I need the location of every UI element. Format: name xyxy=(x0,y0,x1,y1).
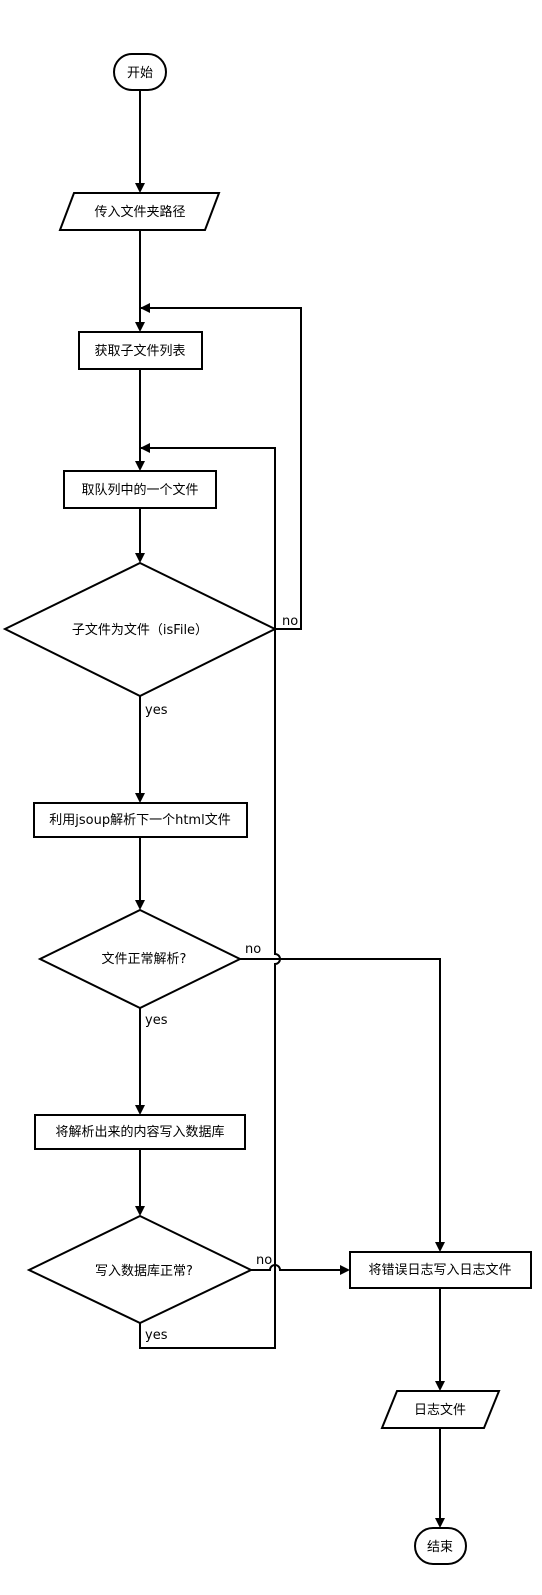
input-path-label: 传入文件夹路径 xyxy=(94,204,185,220)
write-db-process-shape xyxy=(34,1114,246,1150)
node-log-file: 日志文件 xyxy=(380,1390,501,1429)
input-path-parallelogram-shape xyxy=(58,192,221,231)
start-terminal-shape xyxy=(113,53,167,91)
is-file-yes-label: yes xyxy=(145,703,168,718)
parse-ok-yes-label: yes xyxy=(145,1013,168,1028)
is-file-no-label: no xyxy=(282,614,298,629)
write-db-label: 将解析出来的内容写入数据库 xyxy=(55,1124,224,1140)
node-write-db: 将解析出来的内容写入数据库 xyxy=(34,1114,246,1150)
db-ok-yes-label: yes xyxy=(145,1328,168,1343)
arrowhead-down-to-log xyxy=(435,1242,445,1252)
arrowhead-right-to-log xyxy=(340,1265,350,1275)
node-get-children: 获取子文件列表 xyxy=(78,331,203,370)
parse-ok-no-label: no xyxy=(245,942,261,957)
arrowhead-loop-into-spine-top xyxy=(140,303,150,313)
arrowhead-to-dequeue xyxy=(135,461,145,471)
start-label: 开始 xyxy=(127,66,153,81)
arrowhead-to-log-file xyxy=(435,1381,445,1391)
log-file-label: 日志文件 xyxy=(414,1403,466,1418)
arrowhead-to-is-file xyxy=(135,553,145,563)
arrowhead-loop-into-spine-mid xyxy=(140,443,150,453)
parse-ok-decision-shape xyxy=(37,908,243,1010)
write-log-label: 将错误日志写入日志文件 xyxy=(368,1263,511,1278)
node-parse-ok: 文件正常解析? xyxy=(37,908,243,1010)
edge-parse-ok-no-to-log xyxy=(240,958,441,1242)
dequeue-process-shape xyxy=(63,470,217,509)
is-file-label: 子文件为文件（isFile） xyxy=(72,623,208,638)
arrowhead-to-db-ok xyxy=(135,1206,145,1216)
db-ok-no-label: no xyxy=(256,1253,272,1268)
node-dequeue: 取队列中的一个文件 xyxy=(63,470,217,509)
dequeue-label: 取队列中的一个文件 xyxy=(81,482,198,498)
end-label: 结束 xyxy=(427,1540,453,1555)
parse-html-process-shape xyxy=(33,802,248,838)
edge-labels: no yes no yes no yes xyxy=(145,614,298,1343)
node-input-path: 传入文件夹路径 xyxy=(58,192,221,231)
is-file-decision-shape xyxy=(2,561,278,698)
edge-db-ok-no-to-log xyxy=(251,1264,341,1271)
arrowhead-to-parse xyxy=(135,793,145,803)
arrowheads xyxy=(135,183,445,1528)
arrowhead-to-parse-ok xyxy=(135,900,145,910)
parse-ok-label: 文件正常解析? xyxy=(102,952,187,967)
arrowhead-to-end xyxy=(435,1518,445,1528)
db-ok-label: 写入数据库正常? xyxy=(95,1263,193,1279)
node-start: 开始 xyxy=(113,53,167,91)
arrowhead-to-write-db xyxy=(135,1105,145,1115)
get-children-process-shape xyxy=(78,331,203,370)
node-parse-html: 利用jsoup解析下一个html文件 xyxy=(33,802,248,838)
node-end: 结束 xyxy=(414,1527,467,1565)
arrowhead-to-get-children xyxy=(135,322,145,332)
node-db-ok: 写入数据库正常? xyxy=(26,1214,254,1325)
get-children-label: 获取子文件列表 xyxy=(94,344,185,359)
node-write-log: 将错误日志写入日志文件 xyxy=(349,1251,532,1289)
db-ok-decision-shape xyxy=(26,1214,254,1325)
write-log-process-shape xyxy=(349,1251,532,1289)
edge-is-file-no-loop xyxy=(140,307,302,630)
end-terminal-shape xyxy=(414,1527,467,1565)
edges xyxy=(139,90,441,1519)
log-file-parallelogram-shape xyxy=(380,1390,501,1429)
node-is-file: 子文件为文件（isFile） xyxy=(2,561,278,698)
parse-html-label: 利用jsoup解析下一个html文件 xyxy=(49,813,230,828)
arrowhead-to-input xyxy=(135,183,145,193)
